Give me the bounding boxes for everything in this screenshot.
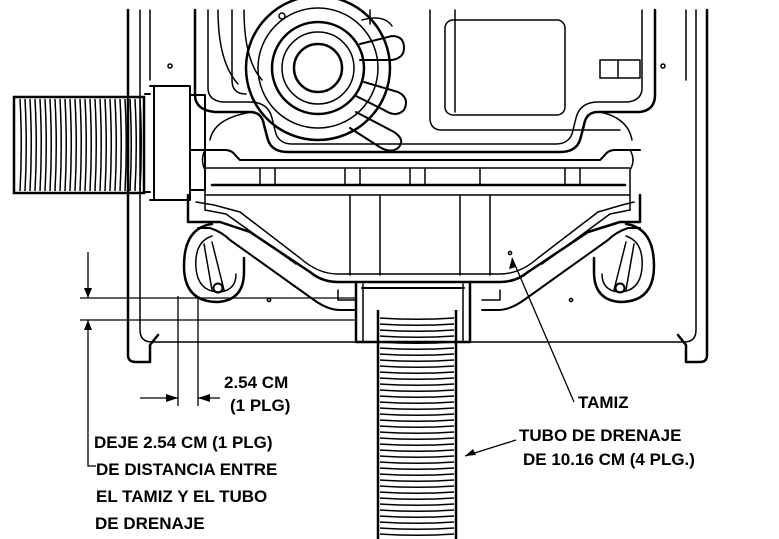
drain-pipe-rib <box>379 521 455 524</box>
inlet-hose-rib <box>104 98 107 192</box>
inlet-hose-rib <box>54 98 57 192</box>
inlet-hose-rib <box>49 98 52 192</box>
drain-pipe-size-label: DE 10.16 CM (4 PLG.) <box>523 450 695 469</box>
drain-pipe-rib <box>379 395 455 398</box>
drain-pipe-rib <box>379 407 455 410</box>
inlet-hose-rib <box>34 98 37 192</box>
upper-body <box>193 8 657 154</box>
clearance-note-line-2: DE DISTANCIA ENTRE <box>96 460 278 479</box>
inlet-hose-rib <box>139 98 142 192</box>
inlet-hose-rib <box>114 98 117 192</box>
drain-pipe-rib <box>379 359 455 362</box>
drain-pipe-rib <box>379 443 455 446</box>
inlet-hose-rib <box>134 98 137 192</box>
drain-pipe-rib <box>379 317 455 320</box>
dimension-label-inches: (1 PLG) <box>230 396 291 415</box>
screen-leader-line <box>511 257 575 403</box>
annotation-arrows <box>84 258 516 456</box>
drain-pipe-rib <box>379 419 455 422</box>
arrowhead-screen <box>509 258 516 269</box>
drain-pipe-rib <box>379 503 455 506</box>
drain-pipe-rib <box>379 353 455 356</box>
side-loops <box>182 222 656 304</box>
inlet-hose-rib <box>29 98 32 192</box>
inlet-hose-rib <box>119 98 122 192</box>
clearance-note-line-3: EL TAMIZ Y EL TUBO <box>96 487 268 506</box>
drain-pipe-rib <box>379 347 455 350</box>
drain-pipe-rib <box>379 365 455 368</box>
housing-inner-wall <box>139 9 697 343</box>
inlet-hose-rib <box>94 98 97 192</box>
inlet-hose-rib <box>109 98 112 192</box>
pump-base <box>189 111 641 276</box>
drain-pipe-rib <box>379 341 455 344</box>
drain-pipe-rib <box>379 509 455 512</box>
arrowhead-top <box>84 288 92 298</box>
drain-pipe-rib <box>379 479 455 482</box>
drain-pipe-rib <box>379 383 455 386</box>
clearance-note-line-4: DE DRENAJE <box>95 514 205 533</box>
inlet-hose-rib <box>64 98 67 192</box>
inlet-hose-rib <box>24 98 27 192</box>
housing-outline <box>126 8 709 364</box>
motor-cap <box>244 0 407 152</box>
drain-pipe-rib <box>379 515 455 518</box>
inlet-hose <box>12 95 146 195</box>
inlet-hose-rib <box>69 98 72 192</box>
drain-pipe-label: TUBO DE DRENAJE <box>519 426 682 445</box>
inlet-hose-rib <box>84 98 87 192</box>
drain-pipe-rib <box>379 377 455 380</box>
drain-pipe-rib <box>379 467 455 470</box>
clearance-note-line-1: DEJE 2.54 CM (1 PLG) <box>94 433 273 452</box>
drain-pipe-rib <box>379 527 455 530</box>
housing-details <box>167 59 666 303</box>
inlet-hose-rib <box>74 98 77 192</box>
drain-pipe-rib <box>379 455 455 458</box>
arrowhead-dim-left <box>166 394 178 402</box>
clearance-arrow-bottom <box>87 320 96 467</box>
drain-pipe-rib <box>379 401 455 404</box>
drain-pipe-rib <box>379 329 455 332</box>
drain-pipe-rib <box>379 335 455 338</box>
inlet-hose-rib <box>44 98 47 192</box>
inlet-hose-rib <box>59 98 62 192</box>
inlet-flange <box>144 85 206 201</box>
screen-label: TAMIZ <box>578 393 629 412</box>
arrowhead-dim-right <box>198 394 210 402</box>
drain-pipe <box>376 310 458 539</box>
arrowhead-bottom <box>84 320 92 330</box>
drain-pipe-rib <box>379 461 455 464</box>
outlet-collar <box>354 282 472 344</box>
drain-pipe-rib <box>379 473 455 476</box>
drain-pipe-rib <box>379 497 455 500</box>
inlet-hose-rib <box>99 98 102 192</box>
screen-funnel <box>186 193 642 311</box>
inlet-hose-rib <box>19 98 22 192</box>
inlet-hose-rib <box>39 98 42 192</box>
inlet-hose-rib <box>79 98 82 192</box>
drain-pipe-rib <box>379 485 455 488</box>
inlet-hose-rib <box>89 98 92 192</box>
drain-pipe-rib <box>379 413 455 416</box>
dimension-label: 2.54 CM <box>224 373 289 392</box>
drain-pipe-rib <box>379 437 455 440</box>
drain-pipe-rib <box>379 449 455 452</box>
arrowhead-drain <box>465 449 476 456</box>
drain-pipe-rib <box>379 533 455 536</box>
inlet-hose-rib <box>124 98 127 192</box>
drain-pipe-rib <box>379 323 455 326</box>
drain-pipe-rib <box>379 491 455 494</box>
drain-pipe-rib <box>379 389 455 392</box>
drain-pipe-rib <box>379 425 455 428</box>
inlet-hose-rib <box>129 98 132 192</box>
drain-pipe-rib <box>379 371 455 374</box>
drain-pipe-rib <box>379 431 455 434</box>
